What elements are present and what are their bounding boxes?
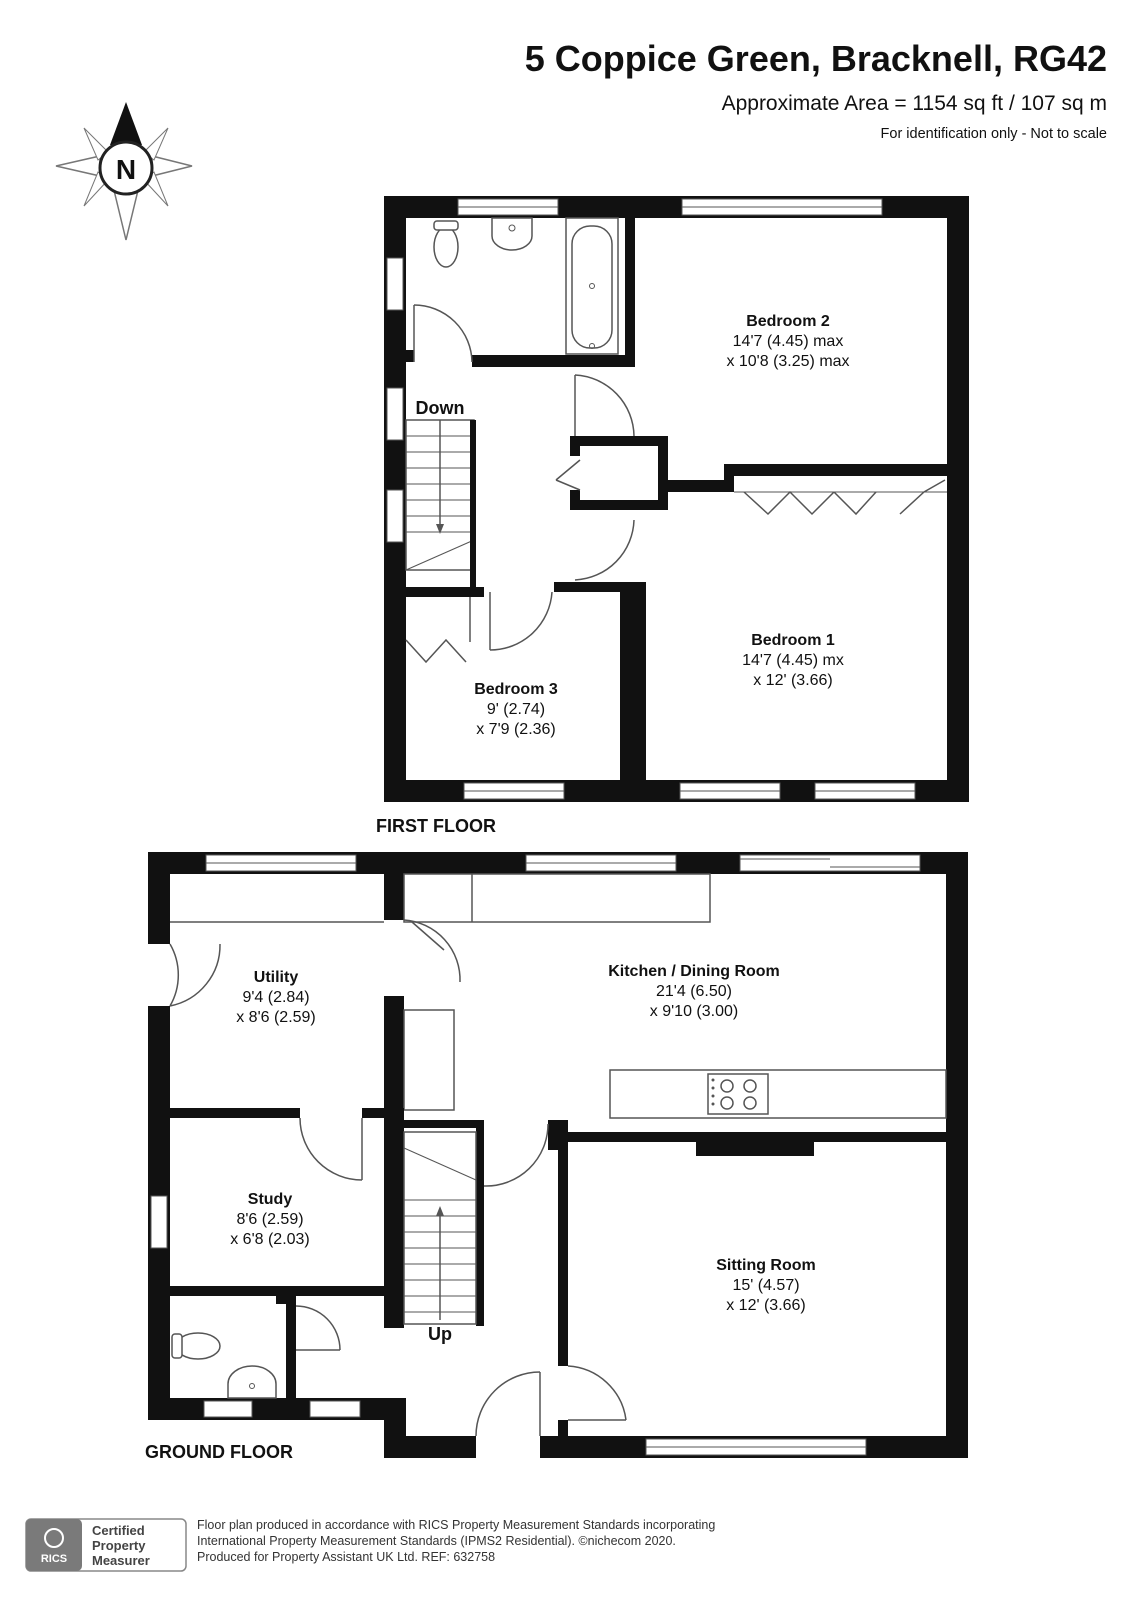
compass-icon: N (55, 102, 193, 241)
room-dim1-study: 8'6 (2.59) (236, 1211, 303, 1228)
first-floor-label: FIRST FLOOR (376, 816, 496, 836)
room-dim2-bedroom-3: x 7'9 (2.36) (476, 721, 556, 738)
approximate-area: Approximate Area = 1154 sq ft / 107 sq m (721, 92, 1107, 115)
room-name-bedroom-1: Bedroom 1 (751, 632, 835, 649)
chimney-breast (696, 1132, 814, 1156)
rics-badge: RICS Certified Property Measurer (25, 1518, 187, 1572)
first-floor-plan (384, 196, 969, 802)
room-name-sitting-room: Sitting Room (716, 1257, 816, 1274)
room-dim1-kitchen-dining: 21'4 (6.50) (656, 983, 732, 1000)
room-dim1-sitting-room: 15' (4.57) (732, 1277, 799, 1294)
ff-wall-east (947, 196, 969, 802)
badge-line-3: Measurer (92, 1553, 150, 1568)
room-name-kitchen-dining: Kitchen / Dining Room (608, 963, 780, 980)
scale-note: For identification only - Not to scale (880, 126, 1107, 142)
property-address: 5 Coppice Green, Bracknell, RG42 (524, 38, 1107, 79)
compass-letter: N (116, 154, 136, 185)
footer-text: Floor plan produced in accordance with R… (197, 1517, 715, 1565)
stairs-up-label: Up (428, 1324, 452, 1344)
room-dim2-sitting-room: x 12' (3.66) (726, 1297, 806, 1314)
room-name-study: Study (248, 1191, 293, 1208)
room-dim2-bedroom-1: x 12' (3.66) (753, 672, 833, 689)
hob-icon (707, 1073, 769, 1115)
ground-floor-label: GROUND FLOOR (145, 1442, 293, 1462)
room-dim1-bedroom-1: 14'7 (4.45) mx (742, 652, 844, 669)
room-dim1-utility: 9'4 (2.84) (242, 989, 309, 1006)
room-name-bedroom-3: Bedroom 3 (474, 681, 558, 698)
rics-logo-text: RICS (41, 1553, 67, 1565)
footer-line-2: International Property Measurement Stand… (197, 1534, 676, 1548)
ground-floor-plan (148, 852, 968, 1458)
room-dim2-kitchen-dining: x 9'10 (3.00) (650, 1003, 738, 1020)
rics-logo-icon (44, 1528, 64, 1548)
room-name-utility: Utility (254, 969, 299, 986)
room-dim1-bedroom-3: 9' (2.74) (487, 701, 545, 718)
footer-line-1: Floor plan produced in accordance with R… (197, 1518, 716, 1532)
stairs-down-label: Down (416, 398, 465, 418)
badge-line-2: Property (92, 1538, 146, 1553)
room-dim1-bedroom-2: 14'7 (4.45) max (733, 333, 844, 350)
room-name-bedroom-2: Bedroom 2 (746, 313, 830, 330)
room-dim2-bedroom-2: x 10'8 (3.25) max (726, 353, 849, 370)
badge-line-1: Certified (92, 1523, 145, 1538)
room-dim2-study: x 6'8 (2.03) (230, 1231, 310, 1248)
footer-line-3: Produced for Property Assistant UK Ltd. … (197, 1550, 496, 1564)
room-dim2-utility: x 8'6 (2.59) (236, 1009, 316, 1026)
